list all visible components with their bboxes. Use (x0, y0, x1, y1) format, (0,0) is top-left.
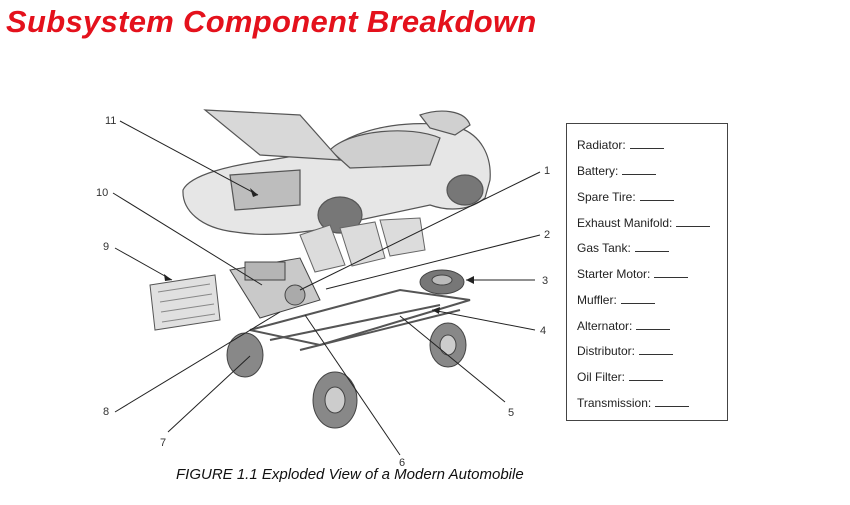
callout-10: 10 (96, 187, 108, 199)
legend-item: Oil Filter: (577, 370, 663, 384)
legend-item: Alternator: (577, 319, 671, 333)
figure-caption: FIGURE 1.1 Exploded View of a Modern Aut… (176, 466, 524, 483)
callout-4: 4 (540, 325, 546, 337)
callout-5: 5 (508, 407, 514, 419)
engine (229, 257, 321, 319)
legend-item: Radiator: (577, 138, 664, 152)
callout-11: 11 (105, 115, 116, 127)
radiator (149, 274, 221, 331)
legend-item: Battery: (577, 164, 657, 178)
callout-9: 9 (103, 241, 109, 253)
callout-6: 6 (399, 457, 405, 469)
legend-item: Spare Tire: (577, 190, 674, 204)
legend-item: Starter Motor: (577, 267, 689, 281)
callout-1: 1 (544, 165, 550, 177)
wheels (226, 322, 467, 429)
slide-title: Subsystem Component Breakdown (6, 4, 537, 39)
legend-item: Distributor: (577, 344, 674, 358)
callout-8: 8 (103, 406, 109, 418)
legend-item: Muffler: (577, 293, 655, 307)
arrowheads (164, 188, 474, 314)
car-body (182, 109, 491, 235)
callout-2: 2 (544, 229, 550, 241)
legend-item: Transmission: (577, 396, 690, 410)
component-legend: Radiator: Battery: Spare Tire: Exhaust M… (566, 123, 728, 421)
callout-3: 3 (542, 275, 548, 287)
legend-item: Exhaust Manifold: (577, 216, 711, 230)
callout-7: 7 (160, 437, 166, 449)
seats (299, 217, 426, 273)
spare-tire (419, 269, 465, 295)
legend-item: Gas Tank: (577, 241, 669, 255)
leader-lines (112, 120, 541, 456)
chassis (249, 288, 471, 351)
